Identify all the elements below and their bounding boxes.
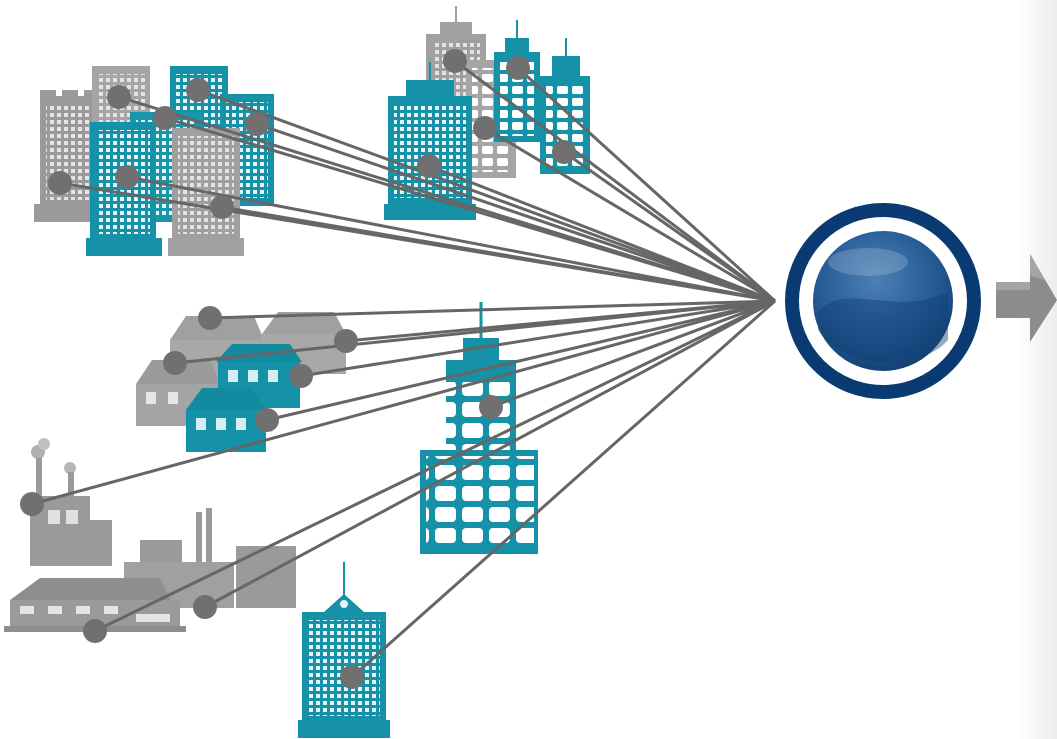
- node-9: [506, 56, 530, 80]
- connector-line-3: [256, 122, 776, 303]
- connector-line-8: [454, 59, 776, 303]
- connection-nodes: [20, 49, 576, 689]
- node-16: [289, 364, 313, 388]
- node-11: [417, 154, 441, 178]
- node-19: [20, 492, 44, 516]
- node-7: [210, 195, 234, 219]
- node-20: [83, 619, 107, 643]
- hub-globe-icon: [813, 231, 953, 371]
- connector-line-6: [126, 175, 776, 303]
- node-14: [334, 329, 358, 353]
- connector-line-21: [204, 299, 776, 609]
- node-17: [255, 408, 279, 432]
- central-hub: [785, 203, 981, 399]
- node-8: [443, 49, 467, 73]
- houses-cluster-icon: [136, 312, 346, 452]
- node-18: [479, 395, 503, 419]
- node-12: [552, 140, 576, 164]
- connector-line-11: [428, 164, 776, 303]
- connector-line-10: [484, 126, 776, 303]
- node-21: [193, 595, 217, 619]
- connector-line-7: [221, 205, 776, 303]
- connector-line-15: [174, 299, 776, 365]
- connector-line-13: [209, 299, 776, 320]
- connector-line-9: [516, 66, 777, 303]
- connector-line-12: [563, 150, 776, 303]
- connector-line-2: [197, 88, 776, 303]
- node-2: [186, 78, 210, 102]
- connector-line-4: [164, 116, 776, 303]
- node-10: [473, 116, 497, 140]
- node-1: [107, 85, 131, 109]
- tower-small-icon: [298, 562, 390, 738]
- output-arrow-icon: [996, 254, 1057, 342]
- connector-line-18: [490, 299, 776, 409]
- right-edge-panel: [1018, 0, 1057, 739]
- office-cluster-top-left-icon: [34, 66, 274, 256]
- node-22: [340, 665, 364, 689]
- node-4: [153, 106, 177, 130]
- connector-line-17: [266, 299, 776, 422]
- node-13: [198, 306, 222, 330]
- connector-lines: [31, 59, 777, 679]
- connector-line-20: [94, 299, 776, 633]
- connector-line-19: [31, 299, 776, 506]
- node-6: [115, 165, 139, 189]
- node-15: [163, 351, 187, 375]
- connector-line-16: [300, 299, 776, 378]
- node-3: [245, 112, 269, 136]
- node-5: [48, 171, 72, 195]
- connector-line-22: [351, 299, 776, 679]
